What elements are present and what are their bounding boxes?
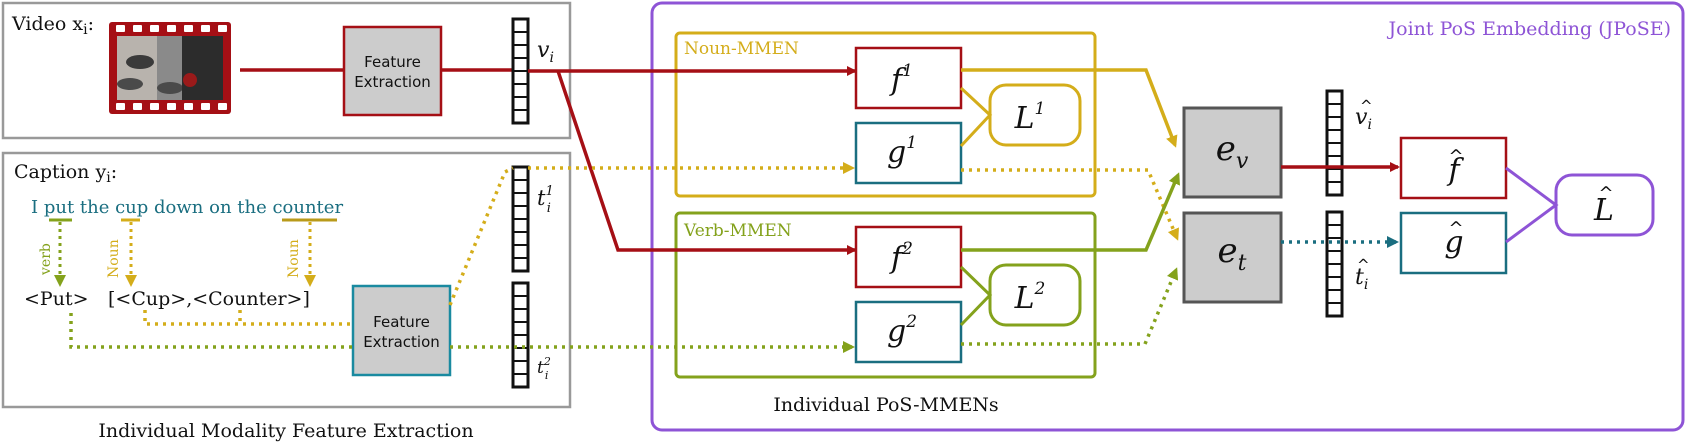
g1-to-et-arrow	[961, 168, 1179, 241]
L1-label: L1	[1014, 99, 1046, 136]
vi-to-f2-arrow	[556, 70, 857, 255]
vhat-hat: ^	[1360, 97, 1373, 115]
Lhat-hat: ^	[1598, 183, 1613, 204]
verb-mmen-box	[674, 211, 1097, 379]
caption-sentence: I put the cup down on the counter	[31, 197, 343, 218]
caption-feature-to-t1-path	[448, 166, 514, 306]
noun-tokens: [<Cup>,<Counter>]	[108, 288, 310, 310]
vi-vector-cells	[513, 31, 528, 111]
noun-mmen-label: Noun-MMEN	[684, 39, 799, 59]
vi-label: vi	[537, 38, 554, 66]
noun1-tag-label: Noun	[106, 239, 122, 278]
jpose-panel	[650, 1, 1685, 432]
jpose-title: Joint PoS Embedding (JPoSE)	[1387, 18, 1671, 40]
left-caption: Individual Modality Feature Extraction	[98, 420, 473, 442]
noun-mmen-box	[674, 31, 1097, 198]
that-label: ti	[1355, 265, 1368, 293]
g2-to-et-arrow	[961, 267, 1179, 346]
f2-g2-to-L2-connector	[959, 265, 993, 327]
verb-tag-label: verb	[38, 243, 54, 276]
vhat-vector-cells	[1327, 103, 1342, 183]
f1-to-ev-arrow	[961, 68, 1178, 148]
vhat-label: vi	[1355, 105, 1372, 133]
g1-label: g1	[887, 133, 917, 170]
et-label: et	[1218, 231, 1247, 276]
Lhat-label: L	[1593, 193, 1614, 228]
ghat-box	[1399, 211, 1508, 275]
fhat-hat: ^	[1448, 146, 1463, 167]
f2-to-ev-arrow	[961, 172, 1180, 252]
t2-vector-cells	[513, 295, 528, 375]
noun2-tag-label: Noun	[286, 239, 302, 278]
g2-label: g2	[887, 312, 917, 349]
video-feature-extraction-box	[342, 25, 443, 117]
ev-box	[1182, 106, 1283, 199]
pos-mmens-caption: Individual PoS-MMENs	[773, 394, 998, 416]
film-strip-icon	[109, 22, 231, 114]
f1-box	[854, 46, 963, 110]
ev-label: ev	[1216, 129, 1249, 174]
cup-to-feature-path	[143, 310, 353, 326]
that-hat: ^	[1357, 256, 1370, 274]
caption-feature-extraction-box	[351, 284, 452, 377]
g2-box	[854, 300, 963, 364]
L2-label: L2	[1014, 279, 1046, 316]
f2-box	[854, 225, 963, 289]
fhat-ghat-to-Lhat-connector	[1505, 166, 1559, 244]
ghat-label: g	[1444, 225, 1463, 260]
fhat-box	[1399, 136, 1508, 200]
t1-vector-cells	[513, 179, 528, 259]
put-to-feature-path	[69, 313, 353, 349]
caption-label: Caption yi:	[14, 161, 117, 186]
f1-g1-to-L1-connector	[959, 86, 993, 148]
verb-mmen-label: Verb-MMEN	[683, 221, 792, 241]
caption-panel	[1, 151, 572, 409]
that-vector-cells	[1327, 224, 1342, 304]
et-box	[1182, 211, 1283, 304]
g1-box	[854, 121, 963, 185]
video-label: Video xi:	[11, 13, 94, 38]
verb-token: <Put>	[24, 288, 89, 310]
ghat-hat: ^	[1448, 218, 1463, 239]
